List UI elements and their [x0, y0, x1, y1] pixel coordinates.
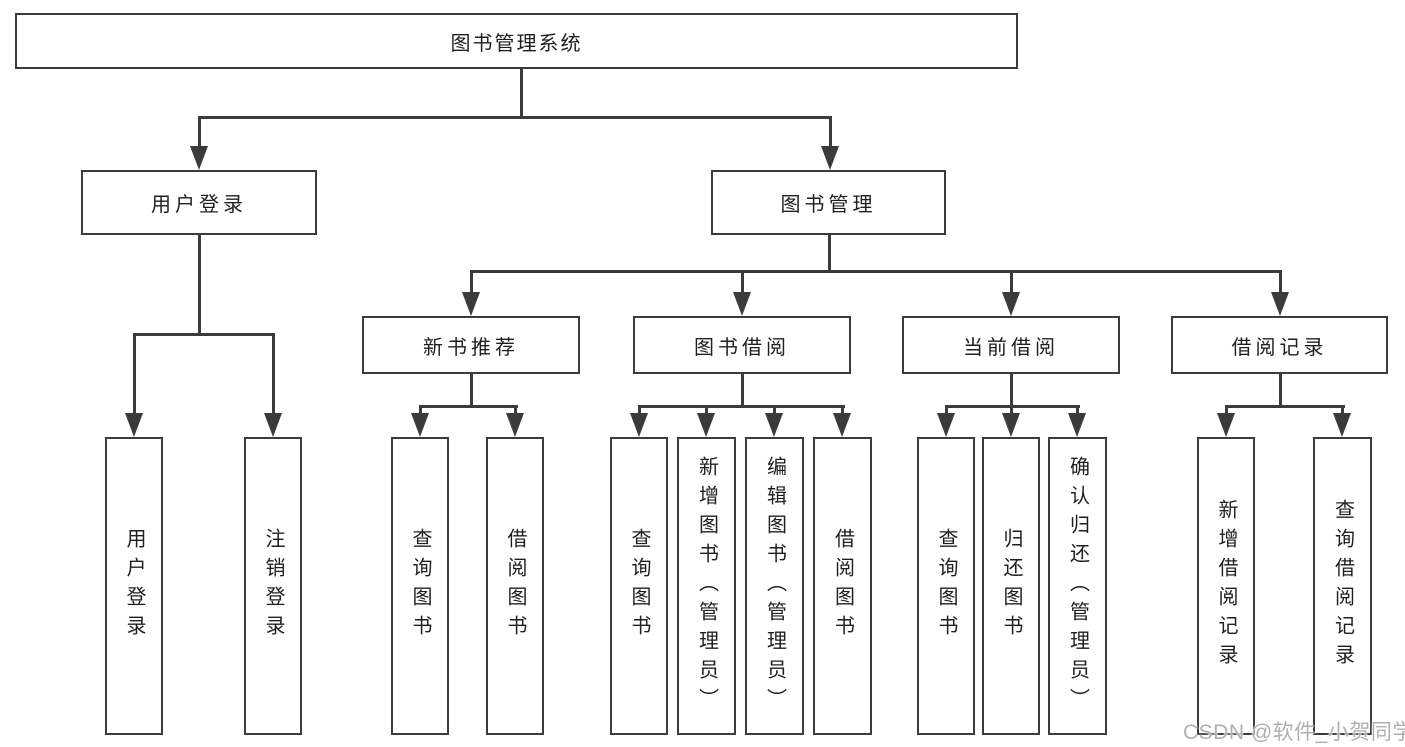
node-new-book-recommend: 新书推荐	[362, 316, 580, 374]
connector-vline	[271, 333, 275, 415]
connector-vline	[1009, 405, 1013, 415]
node-label: 新增图书（管理员）	[695, 455, 718, 717]
connector-vline	[519, 69, 523, 118]
connector-vline	[132, 333, 136, 415]
arrow-down-icon	[733, 292, 751, 316]
connector-vline	[840, 405, 844, 415]
arrow-down-icon	[462, 292, 480, 316]
node-borrow-records: 借阅记录	[1171, 316, 1388, 374]
leaf-add-book-admin: 新增图书（管理员）	[677, 437, 736, 735]
arrow-down-icon	[125, 413, 143, 437]
connector-vline	[418, 405, 422, 415]
node-label: 注销登录	[262, 528, 284, 644]
connector-vline	[637, 405, 641, 415]
node-root: 图书管理系统	[15, 13, 1018, 69]
connector-vline	[740, 374, 744, 407]
node-book-management: 图书管理	[711, 170, 946, 235]
node-label: 查询图书	[628, 528, 650, 644]
node-label: 新增借阅记录	[1215, 499, 1237, 673]
arrow-down-icon	[765, 413, 783, 437]
node-label: 查询图书	[935, 528, 957, 644]
leaf-borrow-books-borrow: 借阅图书	[813, 437, 872, 735]
connector-vline	[469, 270, 473, 294]
leaf-borrow-books-recommend: 借阅图书	[486, 437, 544, 735]
connector-hline	[469, 270, 1282, 273]
arrow-down-icon	[1333, 413, 1351, 437]
node-label: 借阅记录	[1231, 336, 1328, 359]
node-label: 归还图书	[1000, 528, 1022, 644]
arrow-down-icon	[1002, 292, 1020, 316]
connector-vline	[1340, 405, 1344, 415]
node-label: 当前借阅	[963, 336, 1059, 359]
arrow-down-icon	[1002, 413, 1020, 437]
leaf-query-books-current: 查询图书	[917, 437, 975, 735]
connector-vline	[513, 405, 517, 415]
connector-hline	[132, 333, 275, 336]
connector-vline	[1278, 270, 1282, 294]
node-label: 查询借阅记录	[1331, 499, 1354, 673]
connector-hline	[197, 116, 832, 119]
arrow-down-icon	[264, 413, 282, 437]
arrow-down-icon	[1271, 292, 1289, 316]
node-label: 编辑图书（管理员）	[763, 455, 786, 717]
arrow-down-icon	[411, 413, 429, 437]
node-label: 查询图书	[409, 528, 431, 644]
connector-vline	[827, 235, 831, 273]
connector-vline	[1075, 405, 1079, 415]
arrow-down-icon	[506, 413, 524, 437]
node-current-borrow: 当前借阅	[902, 316, 1120, 374]
arrow-down-icon	[1068, 413, 1086, 437]
node-label: 新书推荐	[423, 336, 519, 359]
connector-vline	[1009, 374, 1013, 407]
connector-vline	[1009, 270, 1013, 294]
arrow-down-icon	[821, 146, 839, 170]
arrow-down-icon	[190, 146, 208, 170]
leaf-edit-book-admin: 编辑图书（管理员）	[745, 437, 804, 735]
leaf-return-book: 归还图书	[982, 437, 1040, 735]
connector-vline	[704, 405, 708, 415]
node-label: 用户登录	[123, 528, 145, 644]
connector-vline	[197, 235, 201, 335]
connector-vline	[469, 374, 473, 407]
connector-vline	[1224, 405, 1228, 415]
leaf-confirm-return-admin: 确认归还（管理员）	[1048, 437, 1107, 735]
leaf-logout: 注销登录	[244, 437, 302, 735]
arrow-down-icon	[833, 413, 851, 437]
connector-vline	[944, 405, 948, 415]
connector-hline	[637, 405, 845, 408]
node-label: 借阅图书	[831, 528, 854, 644]
node-label: 图书管理	[780, 194, 877, 216]
connector-vline	[197, 116, 201, 148]
node-label: 确认归还（管理员）	[1066, 455, 1089, 717]
node-label: 图书借阅	[694, 336, 790, 359]
node-label: 图书管理系统	[450, 32, 583, 55]
node-book-borrow: 图书借阅	[633, 316, 851, 374]
connector-vline	[740, 270, 744, 294]
leaf-query-books-borrow: 查询图书	[610, 437, 668, 735]
connector-vline	[828, 116, 832, 148]
leaf-user-login: 用户登录	[105, 437, 163, 735]
arrow-down-icon	[1217, 413, 1235, 437]
csdn-watermark: CSDN @软件_小贺同学	[1183, 721, 1405, 744]
arrow-down-icon	[937, 413, 955, 437]
node-user-login: 用户登录	[81, 170, 317, 235]
connector-vline	[772, 405, 776, 415]
node-label: 借阅图书	[504, 528, 526, 644]
leaf-query-borrow-record: 查询借阅记录	[1313, 437, 1372, 735]
leaf-add-borrow-record: 新增借阅记录	[1197, 437, 1255, 735]
connector-hline	[418, 405, 518, 408]
leaf-query-books-recommend: 查询图书	[391, 437, 449, 735]
connector-hline	[1224, 405, 1345, 408]
arrow-down-icon	[630, 413, 648, 437]
node-label: 用户登录	[151, 194, 247, 216]
connector-vline	[1278, 374, 1282, 407]
arrow-down-icon	[697, 413, 715, 437]
